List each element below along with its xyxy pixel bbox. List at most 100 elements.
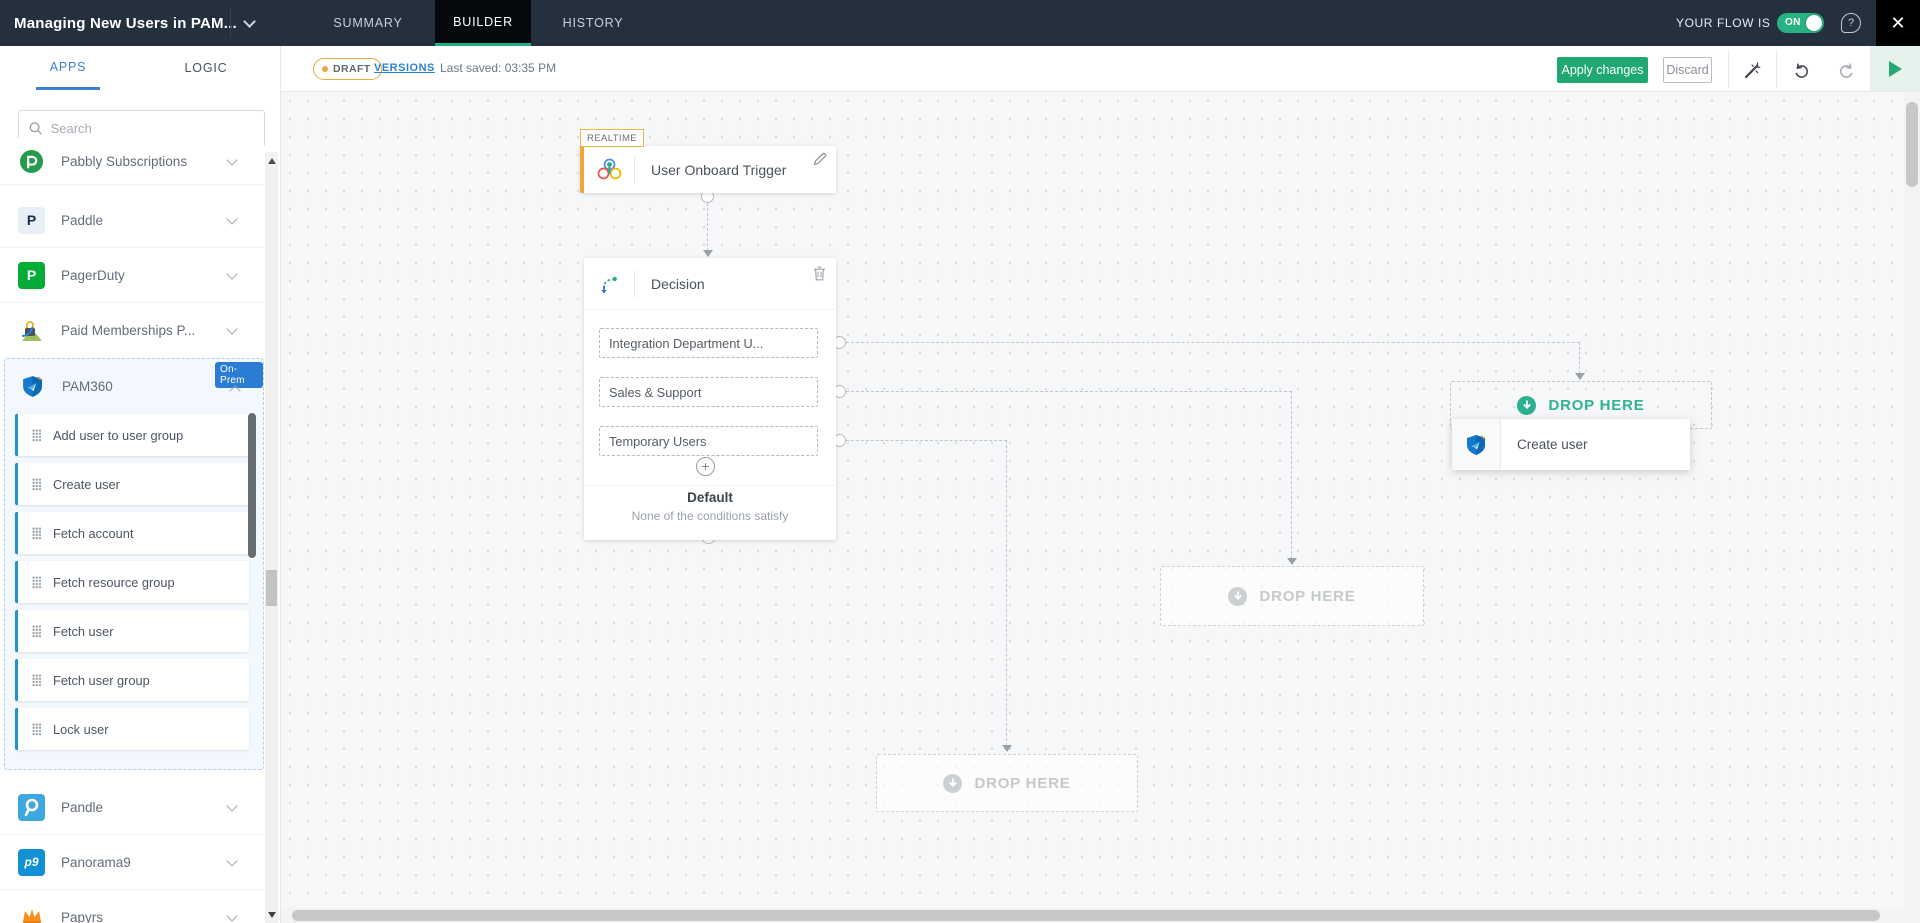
trigger-node[interactable]: User Onboard Trigger <box>580 146 836 193</box>
onprem-badge: On-Prem <box>215 362 263 388</box>
vertical-scrollbar-thumb[interactable] <box>1906 102 1918 187</box>
edit-pencil-icon[interactable] <box>813 152 827 171</box>
default-branch-title: Default <box>687 490 733 505</box>
sidebar-item-pam360[interactable]: PAM360 On-Prem <box>5 359 263 414</box>
play-icon <box>1888 60 1902 77</box>
sidebar-item-panorama9[interactable]: p9 Panorama9 <box>0 835 264 890</box>
toggle-knob <box>1806 15 1822 31</box>
search-input[interactable] <box>50 121 254 136</box>
topbar-divider <box>230 8 231 38</box>
decision-branch-3[interactable]: Temporary Users <box>599 426 818 456</box>
connector-branch1 <box>1579 342 1580 374</box>
drop-zone-active[interactable]: DROP HERE <box>1450 381 1712 429</box>
drag-grip-icon <box>32 722 41 736</box>
action-create-user[interactable]: Create user <box>15 463 249 505</box>
chevron-down-icon <box>226 323 238 335</box>
connector-arrow <box>1002 745 1012 752</box>
panorama9-icon: p9 <box>18 848 45 876</box>
add-branch-button[interactable]: + <box>696 457 715 476</box>
flow-title-dropdown[interactable]: Managing New Users in PAM... <box>14 0 256 46</box>
tab-history[interactable]: HISTORY <box>562 16 624 30</box>
apply-changes-button[interactable]: Apply changes <box>1557 57 1648 83</box>
sidebar-item-paddle[interactable]: P Paddle <box>0 193 264 248</box>
redo-icon[interactable] <box>1838 62 1856 80</box>
realtime-tag: REALTIME <box>580 129 645 147</box>
apps-sidebar: APPS LOGIC Pabbly Subscriptions P Paddle… <box>0 46 281 923</box>
action-fetch-resource-group[interactable]: Fetch resource group <box>15 561 249 603</box>
drop-arrow-icon <box>1228 586 1248 606</box>
divider <box>584 485 836 486</box>
drop-arrow-icon <box>1517 395 1537 415</box>
trash-icon[interactable] <box>813 266 826 286</box>
connector-branch3 <box>1006 440 1007 746</box>
flow-canvas[interactable] <box>281 92 1904 908</box>
connector-arrow <box>1575 373 1585 380</box>
action-fetch-account[interactable]: Fetch account <box>15 512 249 554</box>
drag-grip-icon <box>32 428 41 442</box>
pam360-icon <box>1452 419 1500 470</box>
node-divider <box>634 269 635 298</box>
sidebar-scrollbar-thumb[interactable] <box>266 570 277 606</box>
magic-wand-icon[interactable] <box>1744 62 1762 80</box>
sidebar-item-pandle[interactable]: Pandle <box>0 780 264 835</box>
drop-zone-middle[interactable]: DROP HERE <box>1160 566 1424 626</box>
flow-on-toggle[interactable]: ON <box>1777 13 1824 33</box>
scroll-up-icon[interactable] <box>268 158 276 164</box>
pam360-section: PAM360 On-Prem Add user to user group Cr… <box>4 358 264 770</box>
drag-grip-icon <box>32 624 41 638</box>
webhook-trigger-icon <box>584 157 634 182</box>
undo-icon[interactable] <box>1793 62 1811 80</box>
chevron-down-icon <box>226 799 238 812</box>
chevron-down-icon <box>226 212 238 225</box>
pabbly-subscriptions-icon <box>18 148 45 175</box>
chevron-down-icon <box>226 910 238 922</box>
default-branch-subtitle: None of the conditions satisfy <box>631 509 789 523</box>
dragged-create-user-card[interactable]: Create user <box>1452 419 1690 470</box>
tab-builder[interactable]: BUILDER <box>435 0 531 46</box>
papyrs-icon <box>18 904 45 923</box>
sidebar-item-pagerduty[interactable]: P PagerDuty <box>0 248 264 303</box>
drop-zone-bottom[interactable]: DROP HERE <box>876 754 1138 812</box>
sidebar-item-papyrs[interactable]: Papyrs <box>0 890 264 923</box>
connector-branch3 <box>846 440 1007 441</box>
pandle-icon <box>18 793 45 821</box>
connector-branch1 <box>846 342 1580 343</box>
draft-label: DRAFT <box>333 63 371 75</box>
close-icon[interactable]: ✕ <box>1876 0 1920 46</box>
test-run-button[interactable] <box>1870 46 1920 91</box>
flow-status-label: YOUR FLOW IS <box>1676 16 1771 30</box>
action-add-user-to-user-group[interactable]: Add user to user group <box>15 414 249 456</box>
actions-scrollbar-thumb[interactable] <box>248 413 256 558</box>
action-fetch-user-group[interactable]: Fetch user group <box>15 659 249 701</box>
help-icon[interactable]: ? <box>1841 13 1861 33</box>
drag-grip-icon <box>32 526 41 540</box>
action-fetch-user[interactable]: Fetch user <box>15 610 249 652</box>
sidebar-tab-logic[interactable]: LOGIC <box>184 61 228 75</box>
connector-branch2 <box>1291 391 1292 559</box>
sidebar-tab-apps[interactable]: APPS <box>36 46 100 90</box>
sidebar-scrollbar[interactable] <box>265 152 278 923</box>
sidebar-item-paid-memberships-pro[interactable]: Paid Memberships P... <box>0 303 264 358</box>
decision-node[interactable]: Decision Integration Department U... Sal… <box>584 258 836 540</box>
horizontal-scrollbar[interactable] <box>281 908 1904 923</box>
decision-branch-2[interactable]: Sales & Support <box>599 377 818 407</box>
decision-branch-icon <box>584 272 634 295</box>
toolbar-divider <box>1776 50 1777 88</box>
vertical-scrollbar[interactable] <box>1904 92 1920 923</box>
sidebar-item-pabbly-subscriptions[interactable]: Pabbly Subscriptions <box>0 138 264 185</box>
horizontal-scrollbar-thumb[interactable] <box>292 910 1880 921</box>
last-saved-text: Last saved: 03:35 PM <box>440 61 557 75</box>
tab-summary[interactable]: SUMMARY <box>333 16 403 30</box>
versions-link[interactable]: VERSIONS <box>374 62 435 74</box>
decision-branch-1[interactable]: Integration Department U... <box>599 328 818 358</box>
discard-button[interactable]: Discard <box>1663 57 1712 83</box>
connector-arrow <box>703 250 713 257</box>
chevron-down-icon <box>226 153 238 166</box>
action-lock-user[interactable]: Lock user <box>15 708 249 750</box>
paid-memberships-pro-icon <box>18 317 45 344</box>
chevron-down-icon <box>242 14 256 28</box>
drag-card-label: Create user <box>1517 437 1588 452</box>
toolbar-divider <box>1728 50 1729 88</box>
connector-branch2 <box>846 391 1292 392</box>
scroll-down-icon[interactable] <box>268 912 276 918</box>
